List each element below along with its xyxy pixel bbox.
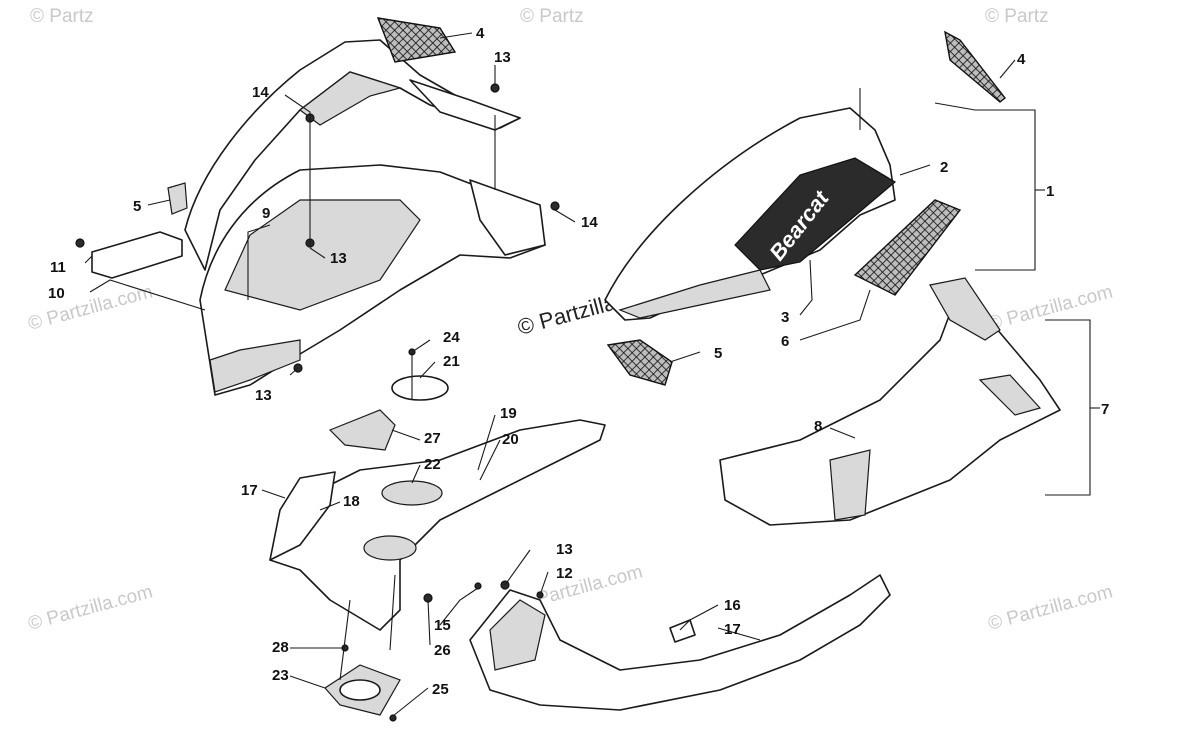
vent-grille-right [853, 199, 962, 296]
callout-7: 7 [1101, 401, 1109, 418]
hood-lower-nose [199, 164, 546, 396]
watermark-mid-left: © Partzilla.com [26, 281, 155, 334]
watermark-top-right: © Partz [985, 6, 1049, 27]
trim-ring-upper [391, 375, 449, 401]
callout-16: 16 [724, 597, 741, 614]
callout-11: 11 [50, 259, 66, 276]
leader-lines [84, 32, 1100, 717]
watermark-top-center: © Partz [520, 6, 584, 27]
callout-20: 20 [502, 431, 519, 448]
callout-13-center: 13 [330, 250, 347, 267]
callout-8: 8 [814, 418, 822, 435]
vent-grille-small [606, 339, 673, 386]
callout-14-right: 14 [581, 214, 598, 231]
callout-13-bottom: 13 [556, 541, 573, 558]
callout-24: 24 [443, 329, 460, 346]
callout-4-upper-left: 4 [476, 25, 485, 42]
vent-grille-top-right [944, 30, 1006, 103]
hood-upper-panel [184, 39, 521, 271]
callout-5-left: 5 [133, 198, 141, 215]
watermark-bottom-right: © Partzilla.com [986, 581, 1115, 634]
callout-2: 2 [940, 159, 948, 176]
callout-17-left: 17 [241, 482, 258, 499]
callout-22: 22 [424, 456, 441, 473]
callout-13-lower: 13 [255, 387, 272, 404]
callout-23: 23 [272, 667, 289, 684]
trim-ring-lower [324, 664, 401, 716]
callout-9: 9 [262, 205, 270, 222]
callout-14-left: 14 [252, 84, 269, 101]
callout-17-right: 17 [724, 621, 741, 638]
belly-pan-right [469, 574, 891, 711]
callout-6: 6 [781, 333, 789, 350]
callout-21: 21 [443, 353, 460, 370]
callout-25: 25 [432, 681, 449, 698]
callout-4-right: 4 [1017, 51, 1026, 68]
callout-12: 12 [556, 565, 573, 582]
callout-labels: 4 13 14 5 9 13 14 11 10 13 4 2 1 3 6 5 7… [48, 25, 1109, 698]
callout-28: 28 [272, 639, 289, 656]
side-panel-lower [719, 277, 1061, 526]
callout-3: 3 [781, 309, 789, 326]
vent-clip-left [167, 182, 188, 215]
callout-27: 27 [424, 430, 441, 447]
belly-pan-center [269, 419, 606, 631]
callout-1: 1 [1046, 183, 1054, 200]
heat-shield-plate [328, 409, 396, 451]
callout-10: 10 [48, 285, 65, 302]
side-panel-upper: Bearcat [604, 107, 897, 321]
side-trim-left [91, 231, 183, 279]
callout-15: 15 [434, 617, 451, 634]
callout-19: 19 [500, 405, 517, 422]
callout-18: 18 [343, 493, 360, 510]
callout-13-top: 13 [494, 49, 511, 66]
callout-5-right: 5 [714, 345, 722, 362]
watermark-bottom-left: © Partzilla.com [26, 581, 155, 634]
vent-grille-upper [376, 17, 457, 63]
watermark-mid-right: © Partzilla.com [986, 281, 1115, 334]
callout-26: 26 [434, 642, 451, 659]
watermark-top-left: © Partz [30, 6, 94, 27]
